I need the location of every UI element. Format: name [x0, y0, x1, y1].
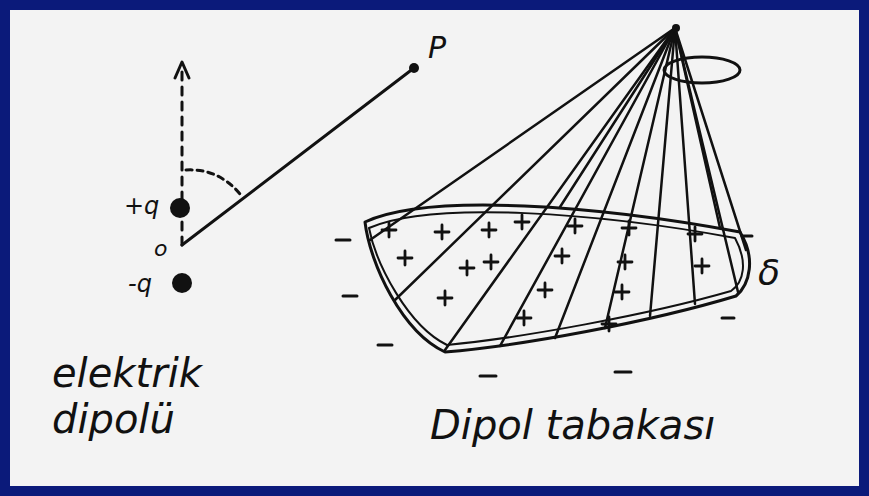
- solid-angle-ring: [664, 57, 740, 83]
- caption-label: Dipol tabakası: [430, 402, 715, 448]
- plus-charges: [382, 215, 709, 331]
- minus-charges: [336, 236, 752, 376]
- thickness-label: δ: [758, 252, 780, 293]
- dipole-axis: [181, 68, 184, 245]
- axis-arrowhead: [175, 62, 189, 78]
- charge-label: -q: [128, 270, 152, 298]
- angle-arc: [186, 170, 240, 194]
- point-p: [409, 63, 419, 73]
- point-label: P: [428, 30, 446, 65]
- negative-charge: [172, 273, 192, 293]
- position-line: [182, 68, 414, 245]
- caption-label: elektrik dipolü: [52, 350, 302, 442]
- positive-charge: [170, 198, 190, 218]
- cone-apex: [672, 24, 680, 32]
- origin-label: o: [154, 236, 167, 261]
- charge-label: +q: [124, 192, 159, 220]
- sheet-inner-outline: [369, 212, 743, 345]
- cone-lines: [370, 28, 746, 350]
